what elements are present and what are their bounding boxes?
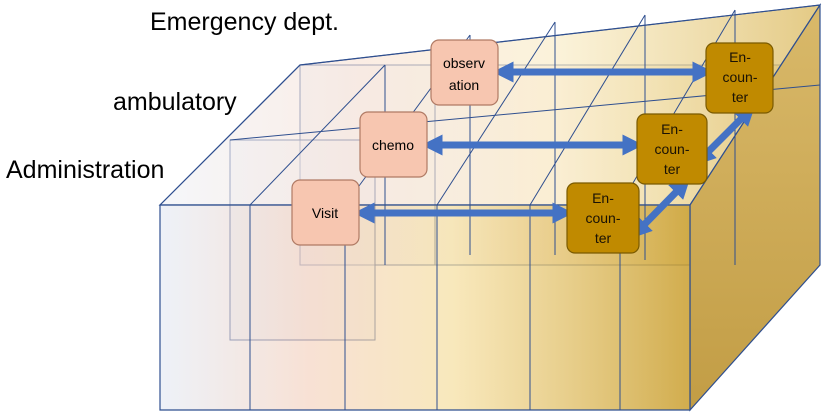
layer-label-emergency: Emergency dept. [150, 8, 339, 36]
encounter-ambulatory-line2: coun- [654, 141, 689, 157]
event-box-visit-label: Visit [312, 205, 338, 221]
event-box-visit: Visit [291, 179, 360, 246]
encounter-emergency-line1: En- [729, 49, 751, 65]
encounter-administration-line1: En- [592, 190, 614, 206]
arrow-encounter-chain-upper [694, 104, 756, 166]
encounter-ambulatory-line1: En- [661, 121, 683, 137]
arrows [353, 61, 756, 239]
encounter-emergency-line2: coun- [722, 69, 757, 85]
event-box-observation-line2: ation [449, 77, 479, 93]
encounter-ambulatory-line3: ter [664, 161, 681, 177]
encounter-box-administration: En- coun- ter [566, 182, 640, 254]
event-box-chemo: chemo [359, 111, 428, 178]
encounter-box-ambulatory: En- coun- ter [636, 113, 708, 185]
layer-label-ambulatory: ambulatory [113, 88, 237, 116]
encounter-emergency-line3: ter [732, 89, 749, 105]
event-box-chemo-label: chemo [372, 137, 414, 153]
layer-label-administration: Administration [6, 156, 164, 184]
event-box-observation-line1: observ [443, 55, 485, 71]
encounter-administration-line3: ter [595, 230, 612, 246]
event-box-observation: observ ation [430, 39, 499, 106]
arrow-encounter-chain-lower [630, 177, 691, 239]
encounter-administration-line2: coun- [585, 210, 620, 226]
encounter-box-emergency: En- coun- ter [705, 42, 774, 114]
